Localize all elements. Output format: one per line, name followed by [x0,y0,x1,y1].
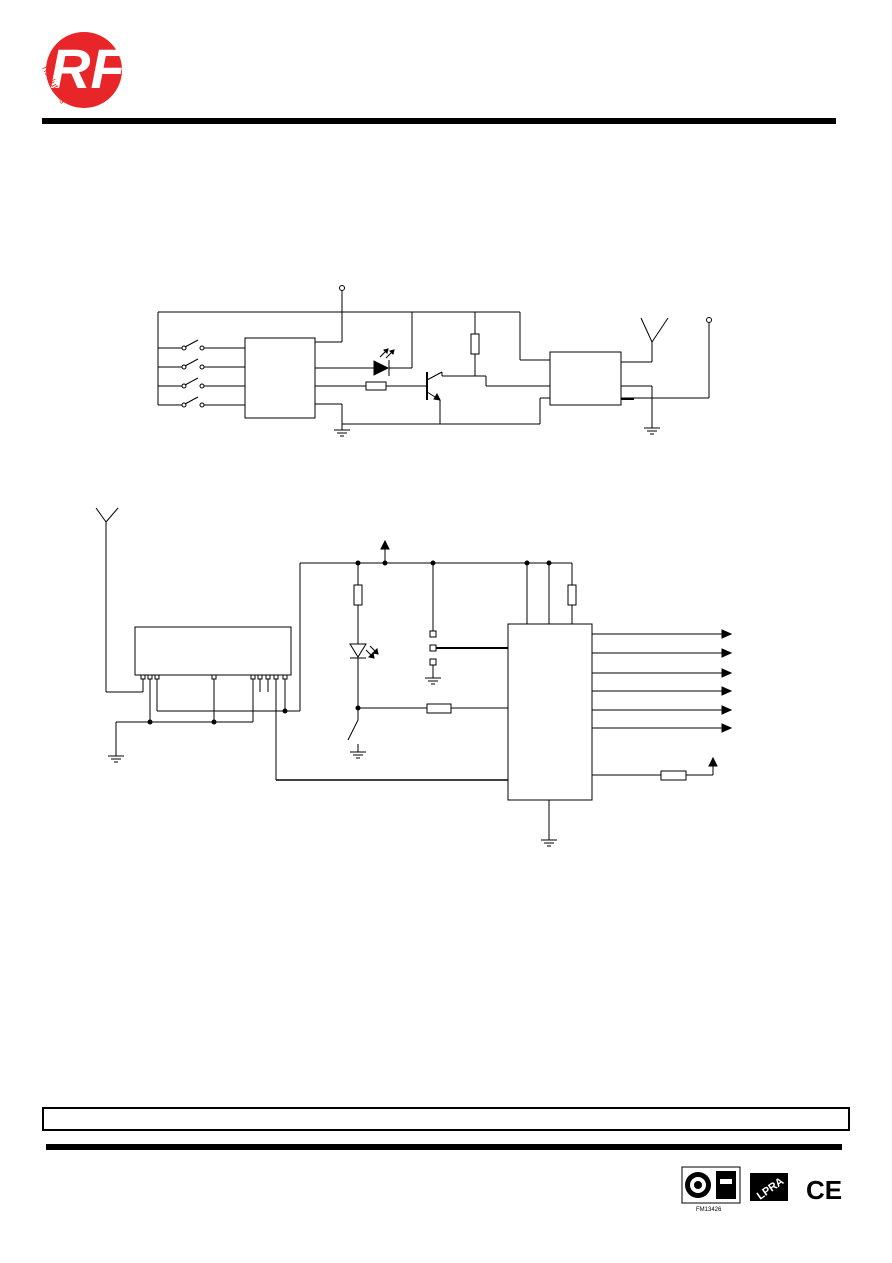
resistor-icon [353,584,363,606]
output-arrow-icon [721,648,733,658]
resistor-icon [660,770,687,781]
led-icon [373,348,395,376]
ground-icon [425,677,441,685]
output-arrow-icon [721,705,733,715]
ground-icon [644,427,660,435]
decoder-ic [507,623,593,801]
ground-icon [108,755,124,763]
resistor-icon [567,584,577,606]
footer-note-box [42,1107,850,1131]
header-divider [42,118,836,124]
junction [211,719,217,725]
junction [282,708,288,714]
ce-text: CE [806,1175,842,1205]
logo-circle [46,32,122,108]
switch-icon [158,358,245,370]
badges-graphic: FM13426 LPRA CE [681,1166,842,1213]
encoder-ic [244,337,316,419]
footer-divider [46,1144,842,1150]
jumper-header [429,630,437,666]
resistor-icon [365,381,387,391]
output-arrow-icon [708,756,718,767]
ground-icon [541,839,557,847]
logo-graphic: RF rfsolutions [40,32,126,108]
junction [147,719,153,725]
antenna-icon [95,507,119,523]
output-arrow-icon [721,629,733,639]
resistor-icon [426,703,452,714]
receiver-module [134,626,292,676]
receiver-circuit [95,507,733,847]
supply-terminal [706,317,712,323]
logo-letters: RF [50,37,126,100]
ground-icon [350,751,366,759]
module-pins [140,674,288,680]
ground-icon [334,424,350,437]
certification-badges: FM13426 LPRA CE [678,1165,846,1213]
supply-terminal [339,285,345,291]
iso-caption: FM13426 [696,1207,722,1213]
transmitter-module [549,351,622,406]
transistor-icon [426,371,443,401]
lpra-badge-icon: LPRA [750,1173,788,1202]
company-logo: RF rfsolutions [36,30,126,114]
output-arrow-icon [721,723,733,733]
antenna-icon [640,317,669,343]
transmitter-circuit [157,285,712,437]
switch-icon [347,708,359,752]
switch-icon [158,396,245,408]
output-arrow-icon [380,539,390,550]
output-arrow-icon [721,668,733,678]
switch-icon [158,377,245,389]
iso-badge-icon: FM13426 [681,1166,741,1213]
ce-mark-icon: CE [806,1175,842,1205]
decoder-outputs [592,629,733,733]
output-arrow-icon [721,686,733,696]
switch-icon [158,339,245,351]
resistor-icon [470,333,480,355]
led-icon [349,643,379,659]
